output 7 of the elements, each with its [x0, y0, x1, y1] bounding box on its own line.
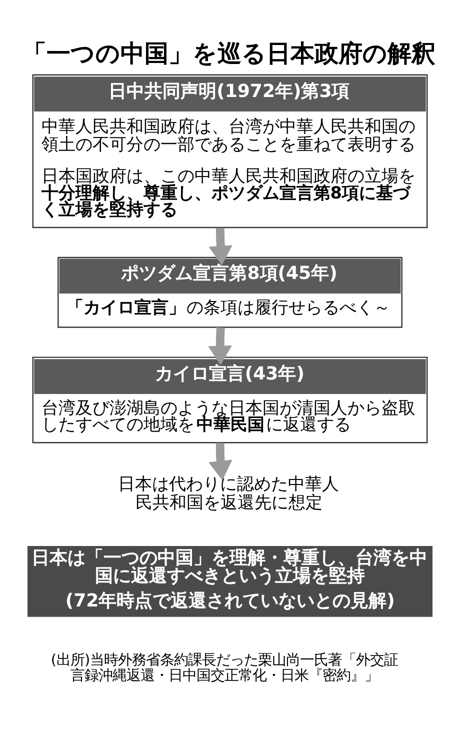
- diagram-title: 「一つの中国」を巡る日本政府の解釈: [22, 40, 436, 68]
- arrow: [208, 442, 232, 480]
- node-text: 日本は代わりに認めた中華人民共和国を返還先に想定: [118, 474, 340, 512]
- caption: (出所)当時外務省条約課長だった栗山尚一氏著「外交証言録沖縄返還・日中国交正常化・日米『密約』」: [50, 652, 398, 684]
- arrow: [208, 327, 232, 366]
- arrow: [208, 228, 232, 266]
- node-box: 日本は「一つの中国」を理解・尊重し、台湾を中国に返還すべきという立場を堅持 (72年時点で返還されていないとの見解): [28, 546, 432, 617]
